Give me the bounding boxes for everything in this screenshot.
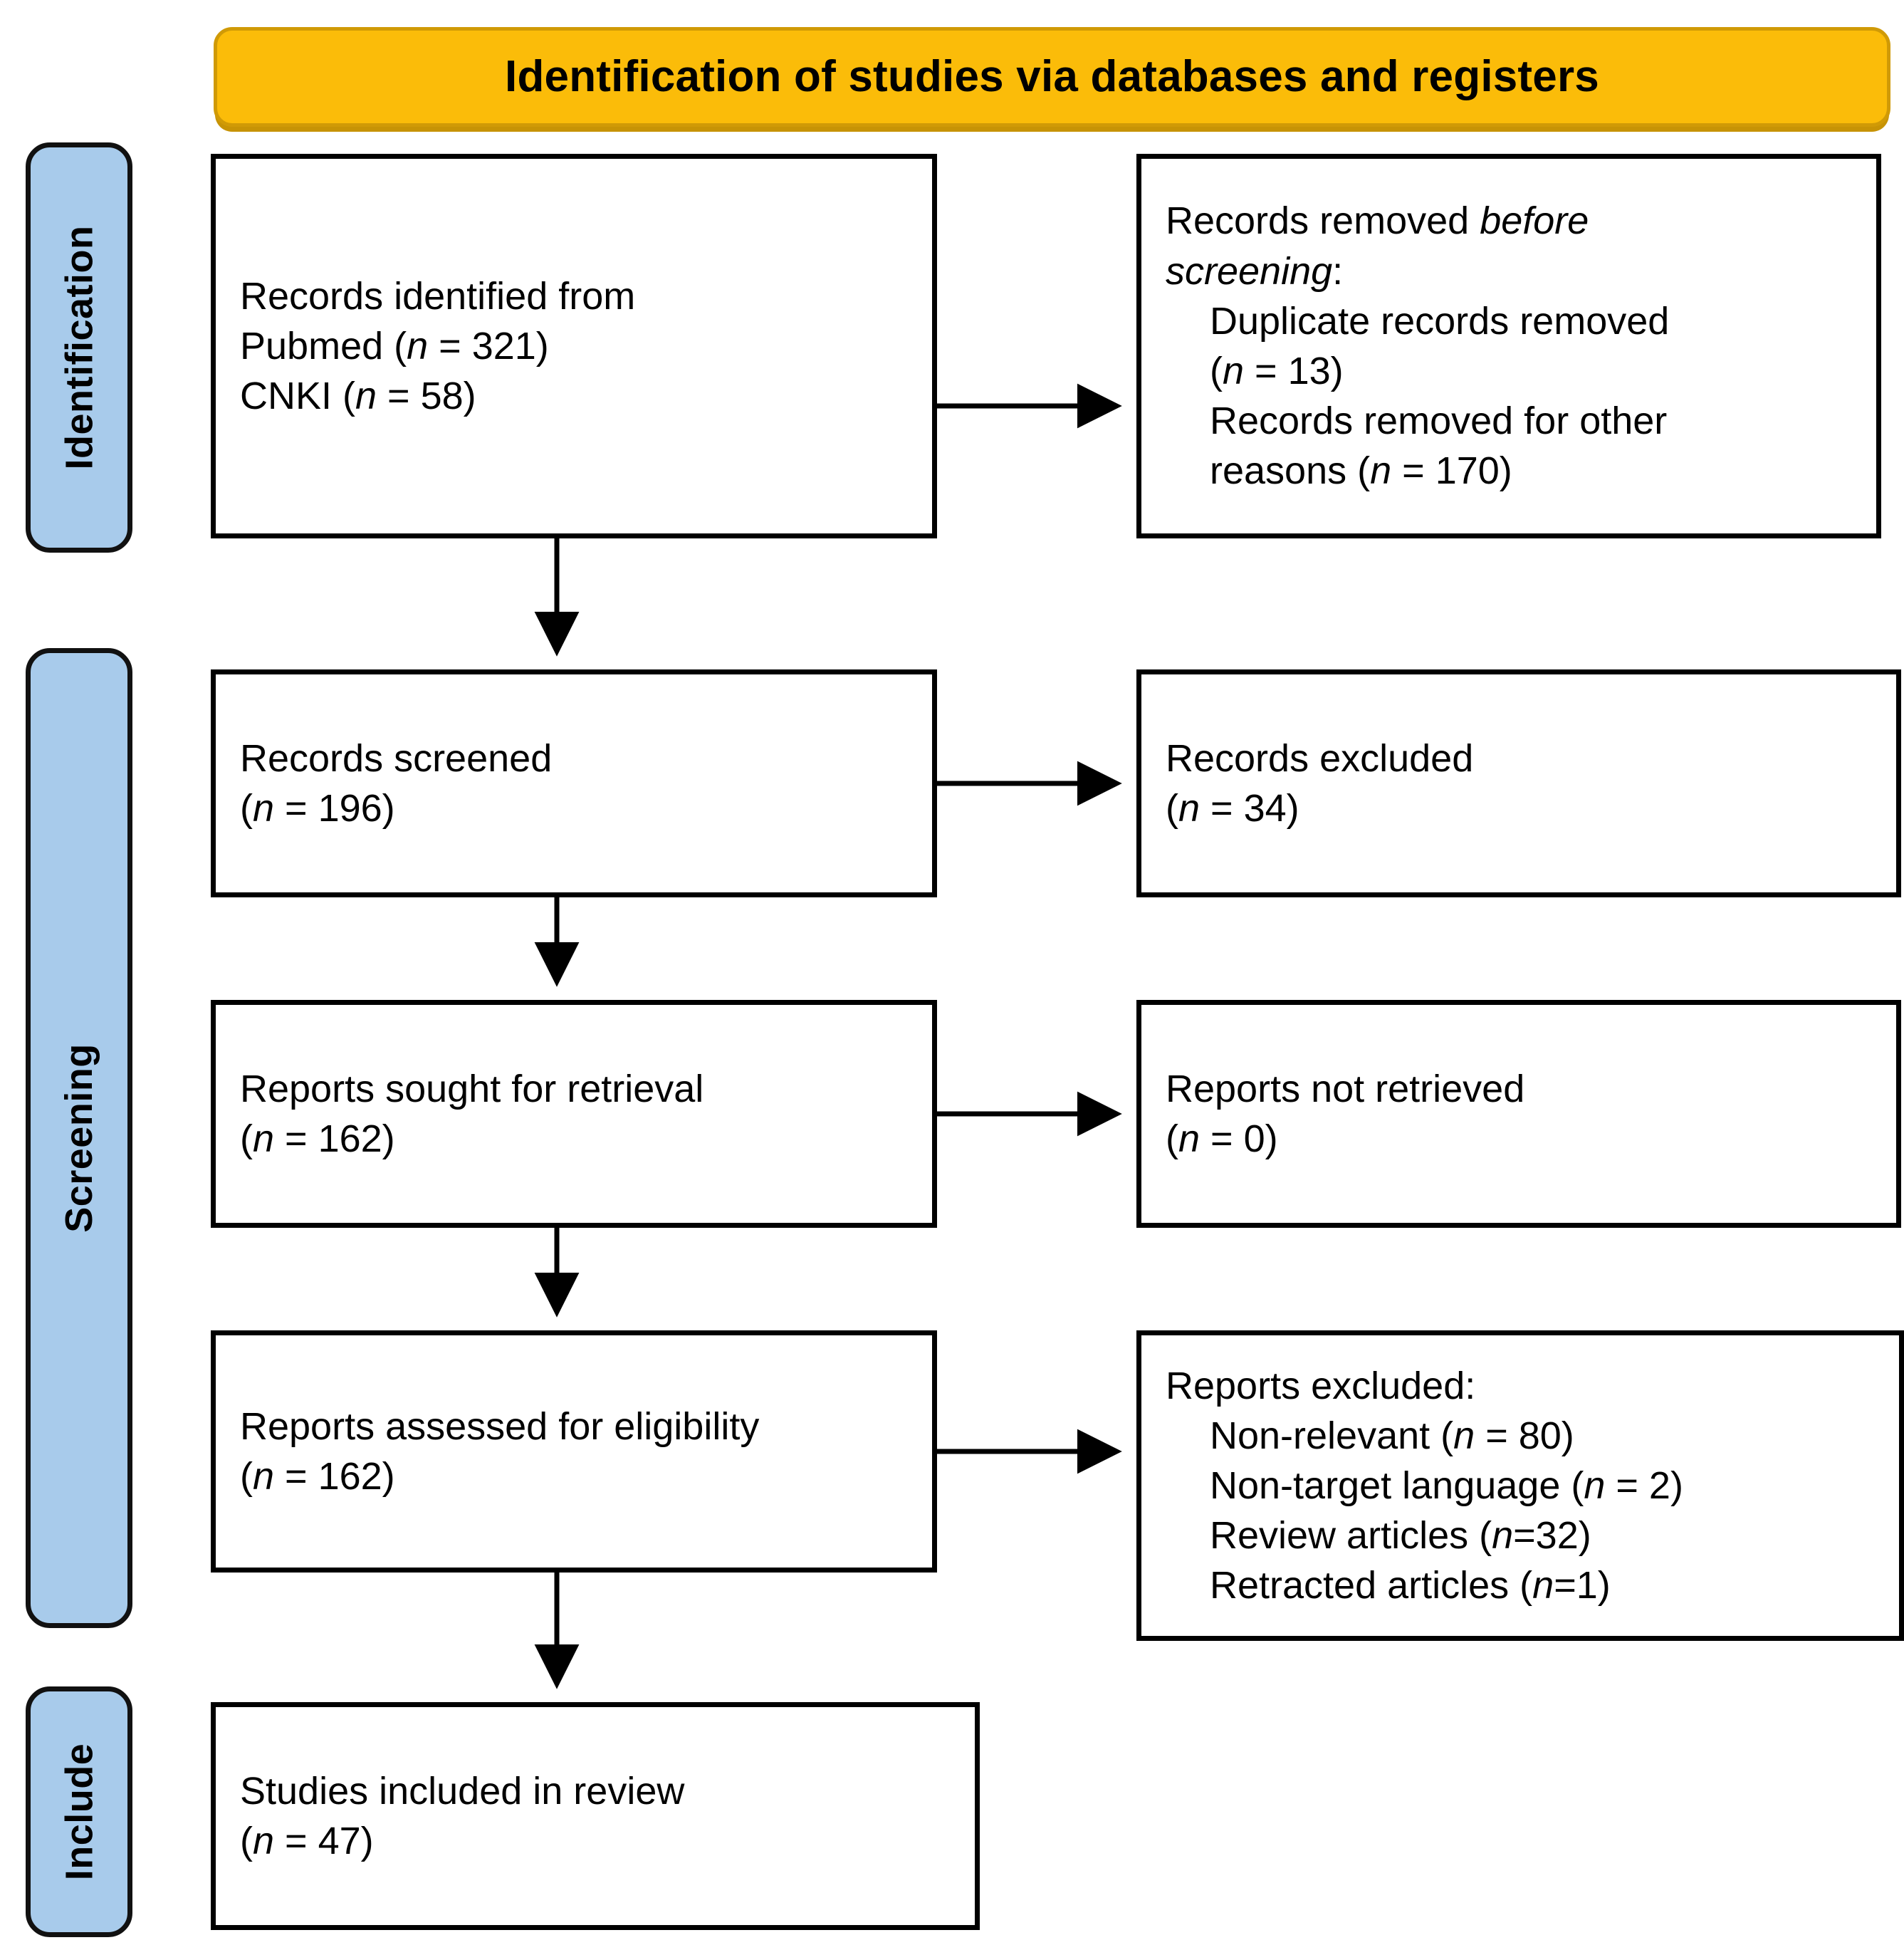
box-records-removed: Records removed before screening: Duplic… <box>1136 154 1881 538</box>
records-screened-line-2: (n = 196) <box>240 787 395 830</box>
records-excluded-line-2: (n = 34) <box>1166 787 1299 830</box>
stage-label-screening: Screening <box>58 1043 100 1233</box>
records-removed-line-3: Duplicate records removed <box>1210 299 1670 343</box>
stage-label-identification: Identification <box>58 225 100 470</box>
reports-assessed-line-2: (n = 162) <box>240 1455 395 1498</box>
reports-excluded-line-5: Retracted articles (n=1) <box>1210 1564 1611 1607</box>
records-identified-line-1: Records identified from <box>240 274 636 318</box>
banner-title: Identification of studies via databases … <box>505 51 1599 101</box>
reports-not-retrieved-line-2: (n = 0) <box>1166 1117 1278 1160</box>
records-removed-line-5: Records removed for other <box>1210 400 1668 443</box>
records-removed-line-1: Records removed before <box>1166 199 1589 243</box>
stage-label-include: Include <box>58 1743 100 1881</box>
box-records-excluded: Records excluded (n = 34) <box>1136 669 1901 897</box>
box-reports-excluded: Reports excluded: Non-relevant (n = 80) … <box>1136 1330 1904 1641</box>
records-identified-line-3: CNKI (n = 58) <box>240 375 476 418</box>
reports-assessed-line-1: Reports assessed for eligibility <box>240 1404 760 1448</box>
stage-tab-screening: Screening <box>26 648 132 1628</box>
studies-included-line-1: Studies included in review <box>240 1769 685 1813</box>
reports-not-retrieved-line-1: Reports not retrieved <box>1166 1067 1525 1110</box>
reports-excluded-line-2: Non-relevant (n = 80) <box>1210 1414 1574 1457</box>
reports-sought-line-2: (n = 162) <box>240 1117 395 1160</box>
box-studies-included: Studies included in review (n = 47) <box>211 1702 980 1930</box>
records-screened-line-1: Records screened <box>240 736 553 780</box>
box-reports-assessed: Reports assessed for eligibility (n = 16… <box>211 1330 937 1573</box>
box-records-screened: Records screened (n = 196) <box>211 669 937 897</box>
records-identified-line-2: Pubmed (n = 321) <box>240 324 549 367</box>
records-removed-line-2: screening: <box>1166 249 1344 293</box>
stage-tab-identification: Identification <box>26 142 132 553</box>
diagram-banner: Identification of studies via databases … <box>214 27 1890 127</box>
reports-sought-line-1: Reports sought for retrieval <box>240 1067 704 1110</box>
records-removed-line-6: reasons (n = 170) <box>1210 449 1512 493</box>
box-reports-sought: Reports sought for retrieval (n = 162) <box>211 1000 937 1228</box>
box-records-identified: Records identified from Pubmed (n = 321)… <box>211 154 937 538</box>
box-reports-not-retrieved: Reports not retrieved (n = 0) <box>1136 1000 1901 1228</box>
records-removed-line-4: (n = 13) <box>1210 350 1344 392</box>
stage-tab-include: Include <box>26 1686 132 1937</box>
reports-excluded-line-4: Review articles (n=32) <box>1210 1514 1591 1558</box>
reports-excluded-line-1: Reports excluded: <box>1166 1364 1476 1407</box>
records-excluded-line-1: Records excluded <box>1166 736 1474 780</box>
studies-included-line-2: (n = 47) <box>240 1820 374 1862</box>
reports-excluded-line-3: Non-target language (n = 2) <box>1210 1464 1683 1507</box>
